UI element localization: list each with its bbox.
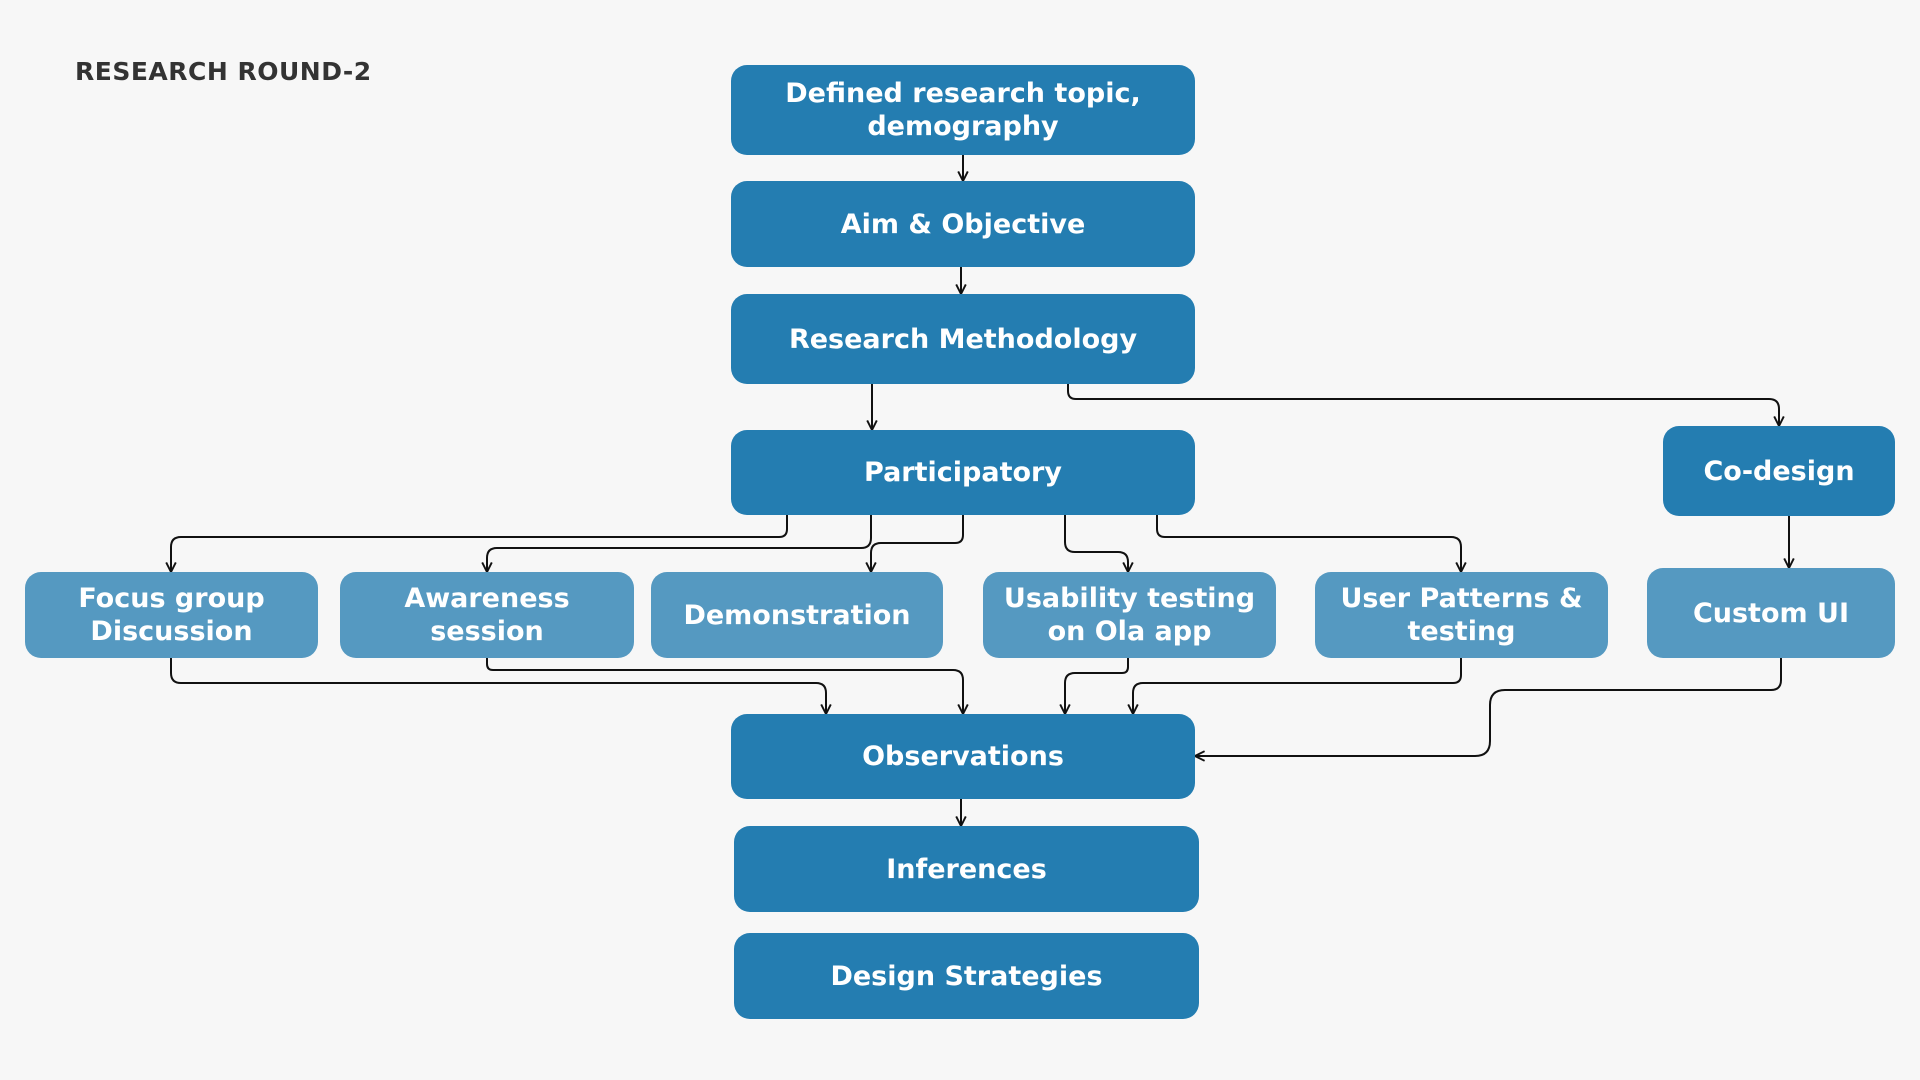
edge-participatory-to-awareness bbox=[487, 515, 872, 572]
node-user-patterns-testing: User Patterns & testing bbox=[1315, 572, 1608, 658]
node-focus-group-discussion: Focus group Discussion bbox=[25, 572, 318, 658]
diagram-title: RESEARCH ROUND-2 bbox=[75, 57, 372, 86]
edge-participatory-to-focus-group bbox=[171, 515, 788, 572]
edge-custom-ui-to-observations bbox=[1195, 658, 1782, 756]
edge-awareness-to-observations bbox=[486, 658, 963, 714]
edge-focus-group-to-observations bbox=[170, 658, 826, 714]
node-research-methodology: Research Methodology bbox=[731, 294, 1195, 384]
node-defined-research-topic: Defined research topic, demography bbox=[731, 65, 1195, 155]
node-design-strategies: Design Strategies bbox=[734, 933, 1199, 1019]
node-co-design: Co-design bbox=[1663, 426, 1895, 516]
edge-participatory-to-usability bbox=[1064, 515, 1128, 572]
edge-user-patterns-to-observations bbox=[1133, 658, 1462, 714]
edge-usability-to-observations bbox=[1065, 658, 1129, 714]
node-aim-objective: Aim & Objective bbox=[731, 181, 1195, 267]
edge-methodology-to-codesign bbox=[1067, 384, 1779, 426]
node-demonstration: Demonstration bbox=[651, 572, 943, 658]
edge-participatory-to-user-patterns bbox=[1156, 515, 1461, 572]
edge-participatory-to-demonstration bbox=[871, 515, 964, 572]
node-participatory: Participatory bbox=[731, 430, 1195, 515]
node-inferences: Inferences bbox=[734, 826, 1199, 912]
node-awareness-session: Awareness session bbox=[340, 572, 634, 658]
node-usability-testing: Usability testing on Ola app bbox=[983, 572, 1276, 658]
node-observations: Observations bbox=[731, 714, 1195, 799]
node-custom-ui: Custom UI bbox=[1647, 568, 1895, 658]
